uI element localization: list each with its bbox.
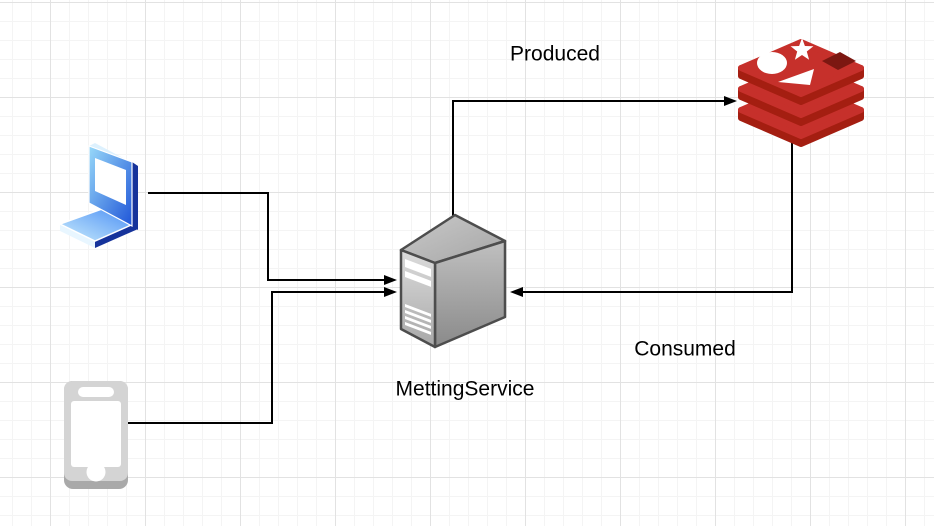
smartphone-icon[interactable] bbox=[64, 381, 128, 489]
redis-database-icon[interactable] bbox=[736, 37, 866, 147]
redis-triangle-shape bbox=[778, 69, 814, 85]
edge-laptop-to-service[interactable] bbox=[148, 192, 397, 285]
edge-service-to-redis-produced[interactable] bbox=[452, 96, 737, 216]
edge-redis-to-service-consumed[interactable] bbox=[510, 140, 793, 297]
node-label-mettingservice[interactable]: MettingService bbox=[395, 377, 535, 401]
edge-label-produced[interactable]: Produced bbox=[510, 42, 600, 66]
redis-star-shape bbox=[790, 38, 814, 60]
edge-phone-to-service[interactable] bbox=[127, 287, 397, 424]
laptop-icon[interactable] bbox=[52, 139, 148, 251]
edge-label-consumed[interactable]: Consumed bbox=[634, 337, 736, 361]
redis-circle-shape bbox=[757, 52, 787, 74]
redis-cube-hole-shape bbox=[822, 52, 856, 70]
server-icon[interactable] bbox=[395, 211, 511, 351]
